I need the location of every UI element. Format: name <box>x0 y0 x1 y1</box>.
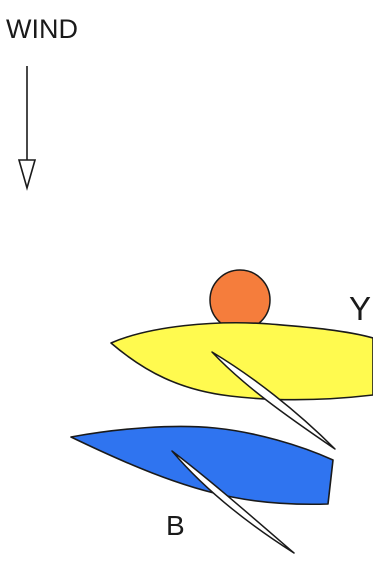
yellow-boat-hull <box>111 323 373 400</box>
wind-label: WIND <box>6 16 78 43</box>
blue-boat-hull <box>71 426 333 504</box>
blue-boat-label: B <box>166 512 185 540</box>
wind-arrow-icon <box>19 66 35 188</box>
yellow-boat-label: Y <box>349 292 371 325</box>
mark-circle <box>210 270 270 330</box>
